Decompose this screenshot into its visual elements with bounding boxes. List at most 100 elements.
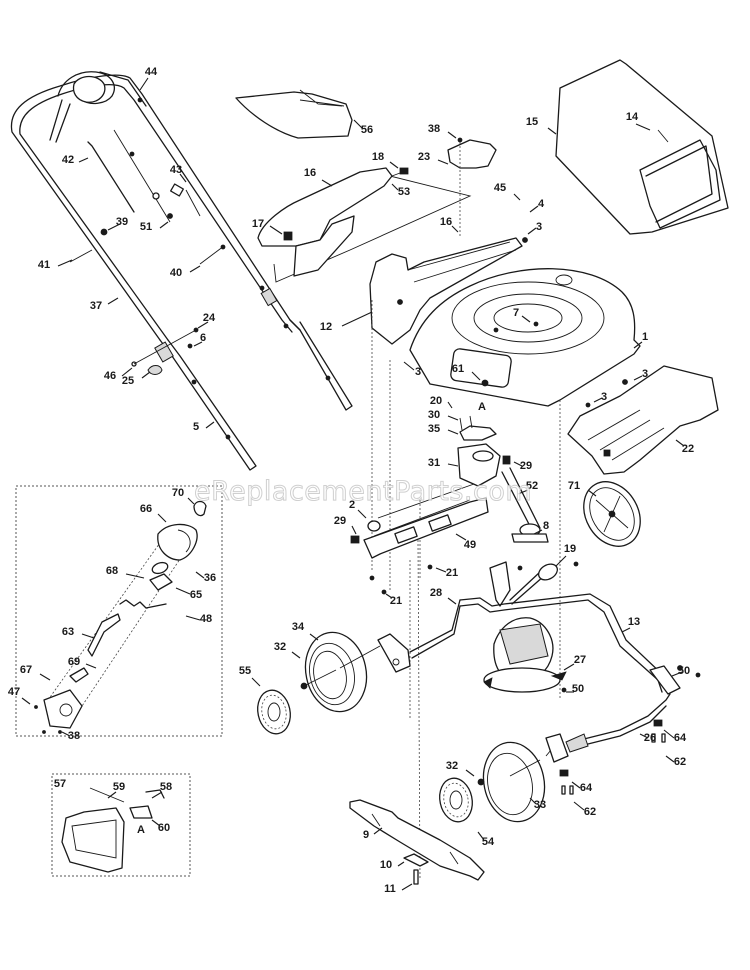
callout-cable-tie[interactable]: 43: [170, 164, 187, 183]
callout-number[interactable]: 53: [398, 186, 410, 198]
callout-number[interactable]: 10: [380, 859, 392, 871]
callout-number[interactable]: 21: [390, 595, 402, 607]
callout-number[interactable]: 3: [642, 368, 648, 380]
callout-number[interactable]: 18: [372, 151, 384, 163]
callout-number[interactable]: 15: [526, 116, 538, 128]
callout-number[interactable]: 7: [513, 307, 519, 319]
callout-number[interactable]: 25: [122, 375, 134, 387]
callout-bushing[interactable]: 29: [334, 515, 357, 535]
callout-number[interactable]: 38: [428, 123, 440, 135]
callout-number[interactable]: 35: [428, 423, 440, 435]
callout-number[interactable]: 32: [274, 641, 286, 653]
callout-side-discharge-chute[interactable]: 22: [675, 439, 694, 455]
callout-blade-bolt[interactable]: 11: [384, 883, 413, 895]
callout-screw[interactable]: 3: [593, 391, 607, 403]
callout-screw[interactable]: 20: [430, 395, 453, 409]
callout-cable-bracket[interactable]: 19: [555, 543, 576, 567]
callout-number[interactable]: 12: [320, 321, 332, 333]
callout-number[interactable]: 38: [68, 730, 80, 742]
callout-blade[interactable]: 9: [363, 827, 383, 841]
callout-spring[interactable]: 30: [428, 409, 459, 421]
callout-number[interactable]: 69: [68, 656, 80, 668]
callout-number[interactable]: 45: [494, 182, 506, 194]
callout-bolt[interactable]: 6: [193, 332, 206, 347]
callout-number[interactable]: 30: [428, 409, 440, 421]
callout-number[interactable]: 43: [170, 164, 182, 176]
callout-number[interactable]: 67: [20, 664, 32, 676]
callout-bearing-bracket[interactable]: 2: [349, 499, 367, 519]
callout-number[interactable]: 8: [543, 520, 549, 532]
callout-number[interactable]: 51: [140, 221, 152, 233]
callout-upper-handle[interactable]: 37: [90, 297, 119, 312]
callout-number[interactable]: 1: [642, 331, 648, 343]
callout-number[interactable]: 57: [54, 778, 66, 790]
callout-screw[interactable]: 21: [435, 567, 458, 579]
callout-cable-clip[interactable]: 51: [140, 221, 169, 233]
callout-number[interactable]: 3: [536, 221, 542, 233]
callout-number[interactable]: 20: [430, 395, 442, 407]
callout-bolt[interactable]: 45: [494, 182, 521, 201]
callout-number[interactable]: 68: [106, 565, 118, 577]
callout-label[interactable]: 61: [452, 363, 481, 381]
callout-number[interactable]: 41: [38, 259, 50, 271]
callout-number[interactable]: 33: [534, 799, 546, 811]
callout-number[interactable]: 36: [204, 572, 216, 584]
callout-number[interactable]: 40: [170, 267, 182, 279]
callout-nut[interactable]: 24: [197, 312, 216, 329]
callout-bag-frame-assembly[interactable]: 57: [54, 778, 66, 790]
callout-number[interactable]: 3: [601, 391, 607, 403]
callout-lever[interactable]: 63: [62, 626, 95, 639]
callout-number[interactable]: 34: [292, 621, 305, 633]
callout-number[interactable]: 22: [682, 443, 694, 455]
callout-knob[interactable]: 39: [107, 216, 128, 231]
callout-number[interactable]: 50: [678, 665, 690, 677]
callout-number[interactable]: 2: [349, 499, 355, 511]
callout-number[interactable]: 44: [145, 66, 158, 78]
callout-number[interactable]: 17: [252, 218, 264, 230]
callout-number[interactable]: 14: [626, 111, 639, 123]
callout-number[interactable]: 58: [160, 781, 172, 793]
callout-drive-cable[interactable]: 28: [430, 587, 457, 605]
callout-number[interactable]: 29: [520, 460, 532, 472]
callout-height-adjuster-cover[interactable]: 66: [140, 503, 167, 523]
callout-nut[interactable]: 50: [566, 683, 584, 695]
callout-gasket[interactable]: 65: [175, 587, 202, 601]
callout-number[interactable]: 24: [203, 312, 216, 324]
callout-transmission[interactable]: 31: [428, 457, 459, 469]
callout-front-axle[interactable]: 13: [621, 616, 640, 633]
callout-washer[interactable]: 46: [104, 367, 133, 382]
callout-number[interactable]: 31: [428, 457, 440, 469]
callout-screw[interactable]: 21: [385, 593, 402, 607]
callout-wheel-nut[interactable]: 32: [446, 760, 475, 777]
callout-rod[interactable]: 59: [107, 781, 125, 799]
callout-number[interactable]: 21: [446, 567, 458, 579]
callout-rear-axle[interactable]: 26: [639, 732, 656, 744]
callout-number[interactable]: 61: [452, 363, 464, 375]
callout-number[interactable]: 42: [62, 154, 74, 166]
callout-number[interactable]: 28: [430, 587, 442, 599]
callout-number[interactable]: 49: [464, 539, 476, 551]
callout-number[interactable]: 16: [304, 167, 316, 179]
callout-number[interactable]: 16: [440, 216, 452, 228]
callout-grass-bag[interactable]: 15: [526, 116, 557, 135]
callout-number[interactable]: 26: [644, 732, 656, 744]
callout-bag-handle[interactable]: 14: [626, 111, 651, 131]
callout-number[interactable]: 63: [62, 626, 74, 638]
callout-number[interactable]: 71: [568, 480, 580, 492]
callout-number[interactable]: 59: [113, 781, 125, 793]
callout-screw[interactable]: 3: [527, 221, 542, 235]
callout-blade-adapter[interactable]: 10: [380, 859, 405, 871]
callout-number[interactable]: 39: [116, 216, 128, 228]
callout-gear-wheel[interactable]: 71: [568, 480, 597, 497]
callout-number[interactable]: 54: [482, 836, 495, 848]
callout-wheel[interactable]: 33: [529, 797, 546, 811]
callout-spring[interactable]: 18: [372, 151, 399, 169]
callout-bracket[interactable]: 64: [571, 781, 593, 794]
callout-engine-bolt[interactable]: 7: [513, 307, 531, 323]
callout-bushing[interactable]: 29: [513, 460, 532, 472]
callout-number[interactable]: 66: [140, 503, 152, 515]
callout-handle-knob[interactable]: 25: [122, 371, 151, 387]
callout-number[interactable]: 60: [158, 822, 170, 834]
callout-number[interactable]: 64: [674, 732, 687, 744]
callout-bracket[interactable]: 60: [151, 819, 170, 834]
